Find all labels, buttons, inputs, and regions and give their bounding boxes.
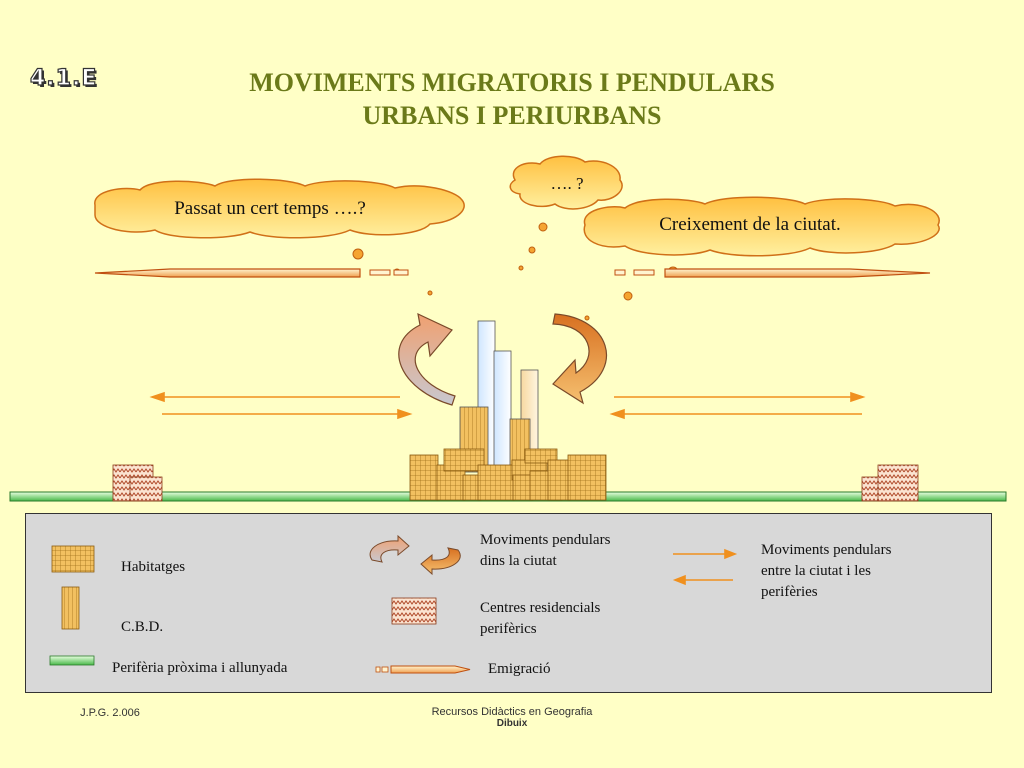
residential-right (861, 464, 919, 502)
legend-commute-city-label: Moviments pendulars dins la ciutat (480, 532, 611, 569)
circular-arrow-right (552, 313, 608, 405)
city-housing (409, 448, 607, 501)
legend-cbd-label: C.B.D. (121, 619, 164, 635)
legend-emigration-label: Emigració (488, 661, 551, 677)
footer-source: Recursos Didàctics en Geografia Dibuix (431, 706, 593, 729)
legend-emigration-arrow (375, 665, 471, 674)
legend-symbols (49, 534, 738, 674)
legend-box (25, 513, 992, 693)
legend-cbd-swatch (61, 586, 80, 630)
emigration-arrow-right (614, 268, 931, 278)
cloud-center (509, 155, 623, 210)
slide-number-badge: 4.1.E (29, 65, 98, 91)
legend-periphery-swatch (49, 655, 95, 666)
cloud-left (94, 178, 465, 239)
legend-commute-lines (672, 548, 738, 586)
commute-lines-right (609, 391, 866, 420)
cloud-right (583, 196, 940, 257)
emigration-arrow-left (94, 268, 409, 278)
legend-housing-label: Habitatges (121, 559, 186, 575)
cloud-center-text: …. ? (550, 174, 584, 193)
cloud-left-text: Passat un cert temps ….? (174, 198, 366, 219)
legend-periphery-label: Perifèria pròxima i allunyada (112, 660, 288, 676)
legend-housing-swatch (51, 545, 95, 573)
legend-residential-label: Centres residencials perifèrics (480, 600, 601, 637)
legend-residential-swatch (391, 597, 437, 625)
legend-circular-arrows (369, 534, 461, 576)
title-line-2: URBANS I PERIURBANS (362, 101, 662, 130)
footer-author: J.P.G. 2.006 (80, 707, 140, 719)
cloud-right-text: Creixement de la ciutat. (659, 214, 841, 235)
commute-lines-left (149, 391, 413, 420)
residential-left (112, 464, 163, 502)
title-line-1: MOVIMENTS MIGRATORIS I PENDULARS (249, 68, 775, 97)
circular-arrow-left (398, 312, 456, 406)
legend-commute-periphery-label: Moviments pendulars entre la ciutat i le… (761, 542, 892, 600)
